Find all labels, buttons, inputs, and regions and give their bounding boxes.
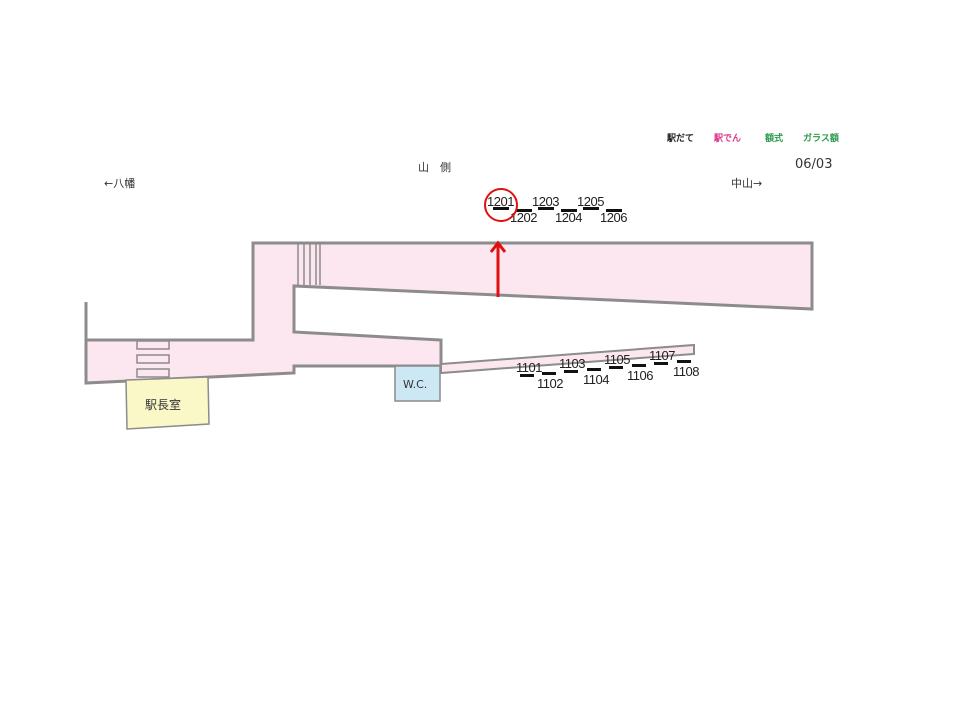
wc-room — [394, 365, 441, 402]
slot-marker — [654, 362, 668, 365]
slot-marker — [564, 370, 578, 373]
slot-marker — [677, 360, 691, 363]
slot-marker — [561, 209, 577, 212]
legend-item-0: 駅だて — [667, 133, 694, 144]
upper-slots: 1201 1202 1203 1204 1205 1206 — [487, 194, 628, 225]
slot-marker — [587, 368, 601, 371]
slot-1101[interactable]: 1101 — [516, 360, 543, 375]
highlight-circle — [484, 188, 518, 222]
station-master-label: 駅長室 — [145, 397, 181, 412]
slot-marker — [516, 209, 532, 212]
wc-label: W.C. — [403, 378, 427, 391]
legend-item-3: ガラス額 — [803, 132, 839, 144]
slot-1105[interactable]: 1105 — [604, 352, 631, 367]
slot-1202[interactable]: 1202 — [510, 210, 538, 225]
slot-1108[interactable]: 1108 — [673, 364, 700, 379]
slot-1203[interactable]: 1203 — [532, 194, 560, 209]
arrow-head-icon — [489, 240, 507, 253]
slot-marker — [520, 374, 534, 377]
stairs-upper — [297, 244, 321, 285]
slot-1104[interactable]: 1104 — [583, 372, 610, 387]
slot-marker — [542, 372, 556, 375]
slot-1107[interactable]: 1107 — [649, 348, 676, 363]
concourse-area — [84, 241, 814, 385]
slot-1205[interactable]: 1205 — [577, 194, 605, 209]
slot-marker — [538, 207, 554, 210]
slot-marker — [493, 207, 509, 210]
side-label: 山 側 — [418, 161, 451, 174]
slot-1204[interactable]: 1204 — [555, 210, 583, 225]
lower-slots: 1101 1102 1103 1104 1105 1106 1107 1108 — [516, 348, 700, 391]
slot-1103[interactable]: 1103 — [559, 356, 586, 371]
station-master-room — [125, 376, 210, 430]
slot-1206[interactable]: 1206 — [600, 210, 628, 225]
slot-1102[interactable]: 1102 — [537, 376, 564, 391]
date-code: 06/03 — [795, 157, 832, 172]
stairs-left — [136, 340, 170, 378]
legend: 駅だて 駅でん 額式 ガラス額 — [667, 132, 839, 144]
slot-marker — [632, 364, 646, 367]
slot-1201[interactable]: 1201 — [487, 194, 515, 209]
lower-platform — [440, 343, 695, 375]
direction-left: ←八幡 — [104, 176, 135, 190]
slot-marker — [609, 366, 623, 369]
direction-right: 中山→ — [731, 177, 762, 190]
slot-1106[interactable]: 1106 — [627, 368, 654, 383]
legend-item-2: 額式 — [764, 132, 783, 144]
slot-marker — [606, 209, 622, 212]
slot-marker — [583, 207, 599, 210]
legend-item-1: 駅でん — [714, 133, 741, 144]
